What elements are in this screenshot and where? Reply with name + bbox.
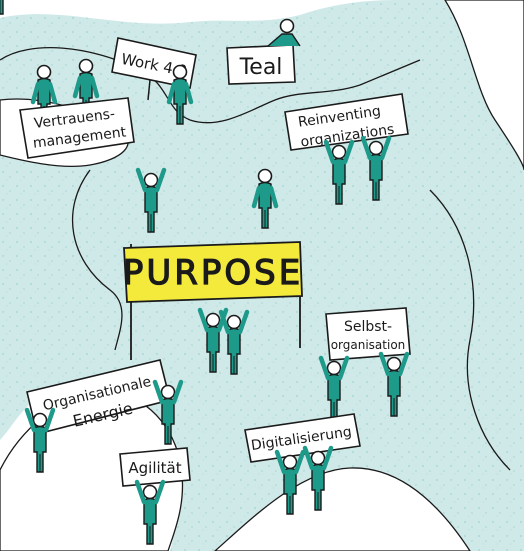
sign-reinventing: Reinventing organizations — [284, 93, 409, 151]
sign-selbstorganisation: Selbst- organisation — [325, 307, 411, 361]
river-right-shore — [429, 189, 511, 471]
river-left-shore — [71, 169, 123, 351]
svg-text:Selbst-: Selbst- — [344, 319, 392, 335]
banner-text: PURPOSE — [123, 253, 303, 293]
sign-agilitaet: Agilität — [119, 447, 191, 487]
sign-vertrauensmanagement: Vertrauens- management — [19, 97, 135, 159]
river-upper-arm — [0, 47, 421, 124]
svg-text:organisation: organisation — [331, 338, 406, 352]
person-waving — [0, 0, 8, 15]
purpose-banner: PURPOSE — [122, 241, 303, 360]
land-bottom-center — [214, 467, 471, 551]
sign-teal: Teal — [226, 44, 296, 85]
land-right — [444, 0, 524, 171]
person-teal-holder — [267, 18, 301, 47]
svg-text:Agilität: Agilität — [128, 459, 181, 477]
svg-text:Teal: Teal — [239, 55, 283, 80]
